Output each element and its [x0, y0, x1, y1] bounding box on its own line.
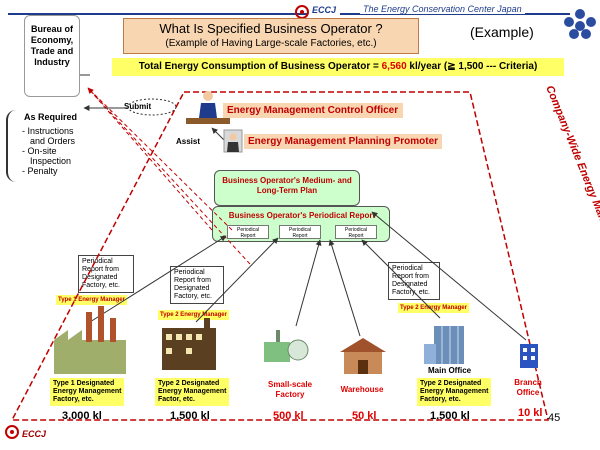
periodical-report-box: Business Operator's Periodical Report Pe…: [212, 206, 390, 242]
type1-manager-badge: Type 1 Energy Manager: [56, 295, 127, 305]
planning-promoter-label: Energy Management Planning Promoter: [244, 134, 442, 149]
warehouse-icon: [340, 338, 386, 374]
header-org-name: The Energy Conservation Center Japan: [360, 4, 525, 14]
company-boundary-line: [10, 91, 549, 421]
assist-label: Assist: [176, 137, 201, 146]
header-rule-right: [340, 13, 570, 15]
page-number: 45: [548, 412, 561, 424]
page-subtitle: (Example of Having Large-scale Factories…: [165, 38, 377, 49]
title-box: What Is Specified Business Operator ? (E…: [123, 18, 419, 54]
header-logo: ECCJ: [312, 5, 337, 15]
main-office-name: Main Office: [428, 366, 472, 375]
required-item: and Orders: [30, 136, 76, 146]
ministry-line: Bureau of: [30, 24, 73, 34]
energy-total-value: 6,560: [381, 61, 407, 72]
report-arrow: [371, 211, 527, 341]
assist-arrow: [211, 127, 225, 141]
warehouse-amount: 50 kl: [352, 410, 377, 422]
periodical-report-title: Business Operator's Periodical Report: [228, 211, 376, 220]
branch-office-amount: 10 kl: [518, 407, 543, 419]
small-factory-amount: 500 kl: [273, 410, 304, 422]
report-arrow: [295, 239, 322, 327]
main-office-amount: 1,500 kl: [430, 410, 470, 422]
control-officer-label: Energy Management Control Officer: [223, 103, 403, 118]
required-item: - On-site: [22, 146, 57, 156]
energy-total-banner: Total Energy Consumption of Business Ope…: [112, 58, 564, 76]
report-arrow: [361, 239, 441, 319]
type2-manager-badge: Type 2 Energy Manager: [158, 310, 229, 320]
energy-total-suffix: kl/year (≧ 1,500 --- Criteria): [406, 61, 538, 72]
branch-office-icon: [520, 344, 538, 368]
required-list: - Instructions and Orders - On-site Insp…: [22, 126, 75, 176]
type2-factory-amount: 1,500 kl: [170, 410, 210, 422]
type1-factory-amount: 3,000 kl: [62, 410, 102, 422]
required-item: - Instructions: [22, 126, 74, 136]
ministry-line: Industry: [34, 57, 70, 67]
submit-label: Submit: [124, 102, 152, 111]
submit-arrow: [87, 87, 251, 265]
type1-factory-icon: [54, 306, 126, 374]
example-label: (Example): [470, 24, 534, 40]
report-arrow: [195, 237, 279, 323]
required-item: Inspection: [30, 156, 72, 166]
header-rule-left: [8, 13, 308, 15]
plan-line: Business Operator's Medium- and: [222, 176, 352, 185]
required-item: - Penalty: [22, 166, 58, 176]
ministry-line: Trade and: [30, 46, 74, 56]
warehouse-label: Warehouse: [340, 385, 384, 394]
officer-person-icon: [186, 91, 230, 124]
submit-bubble: [127, 98, 177, 116]
submit-arrow: [87, 87, 213, 231]
report-arrow: [89, 235, 227, 323]
promoter-person-icon: [223, 129, 243, 153]
submit-arrow: [87, 87, 233, 231]
footer-logo: ECCJ: [22, 429, 47, 439]
plan-line: Long-Term Plan: [256, 186, 318, 195]
brace-icon: [6, 110, 18, 182]
medium-long-term-plan-box: Business Operator's Medium- and Long-Ter…: [214, 170, 360, 206]
page-title: What Is Specified Business Operator ?: [159, 21, 383, 36]
report-arrow: [328, 239, 361, 337]
as-required-label: As Required: [24, 112, 78, 122]
ministry-line: Economy,: [30, 35, 74, 45]
type2-factory-icon: [162, 318, 216, 370]
type2-manager-badge: Type 2 Energy Manager: [398, 303, 469, 313]
energy-total-prefix: Total Energy Consumption of Business Ope…: [138, 61, 382, 72]
small-factory-icon: [264, 330, 309, 362]
main-office-icon: [424, 326, 464, 364]
ministry-box: Bureau of Economy, Trade and Industry: [24, 15, 80, 97]
